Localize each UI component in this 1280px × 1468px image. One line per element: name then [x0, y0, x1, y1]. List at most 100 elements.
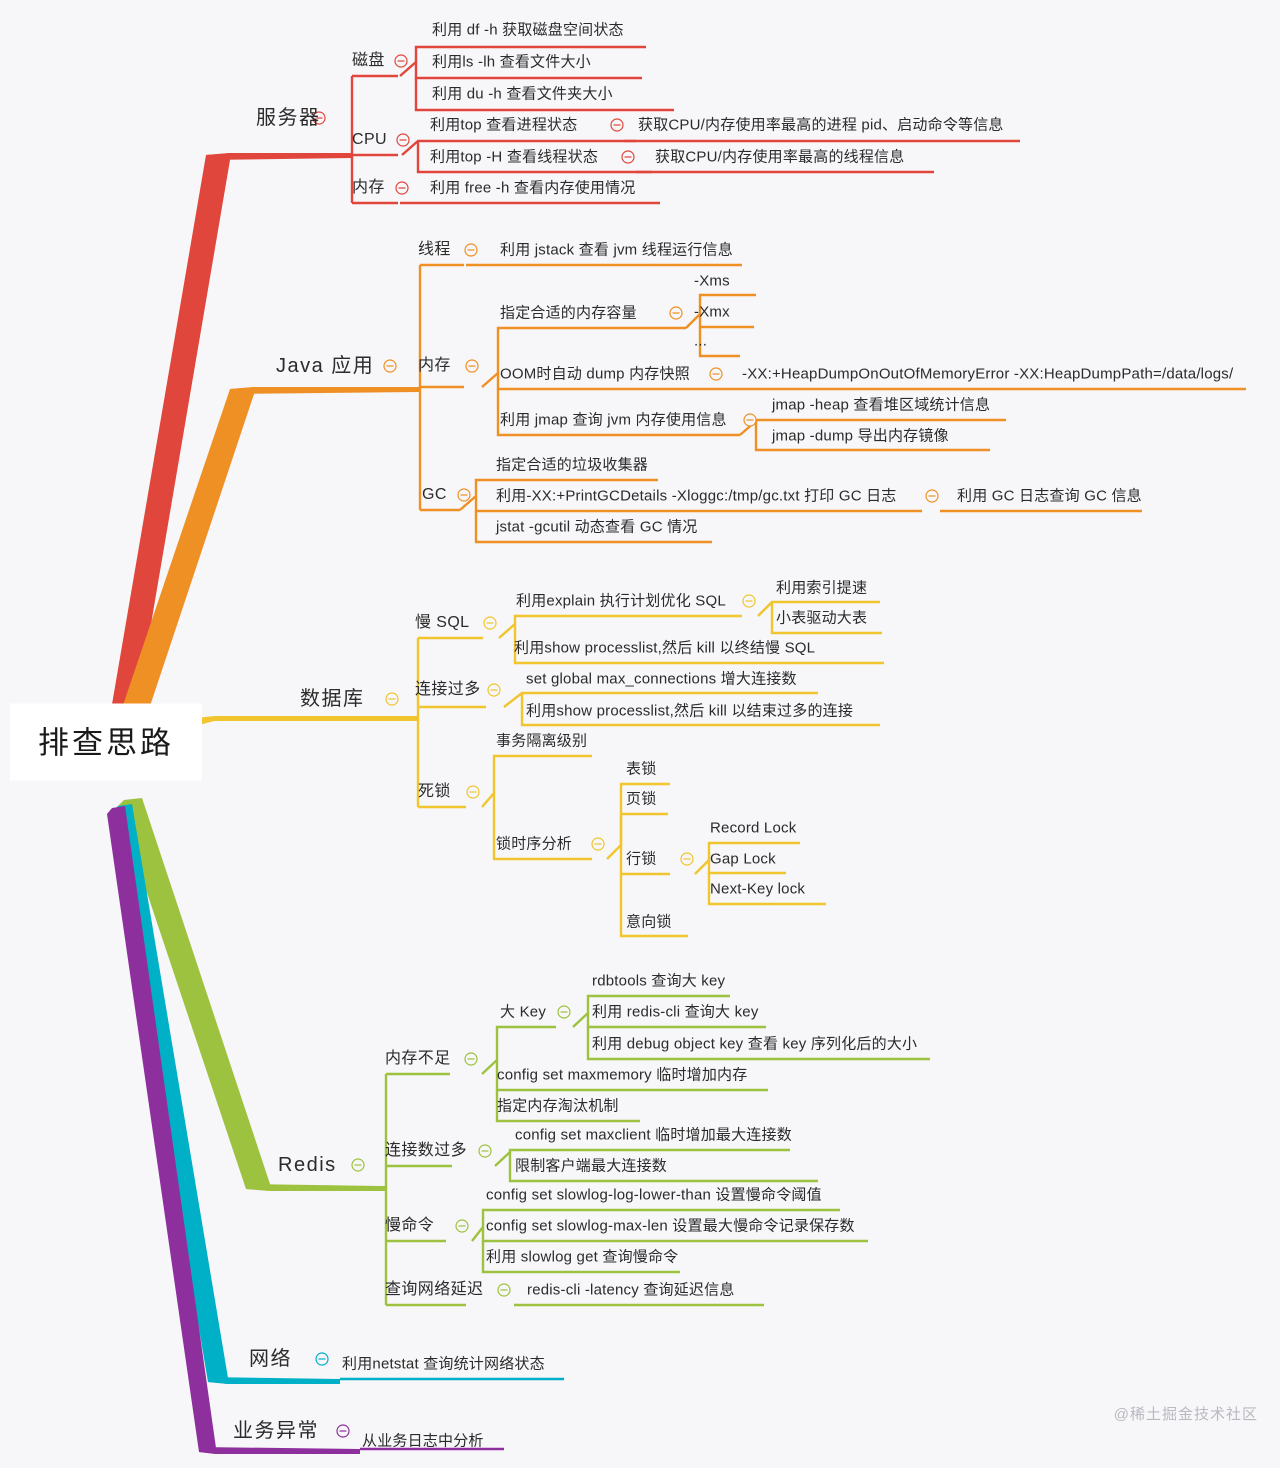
node-label: 线程: [418, 241, 451, 258]
node-network-netstat[interactable]: 利用netstat 查询统计网络状态: [342, 1357, 545, 1372]
node-cpu-toph[interactable]: 利用top -H 查看线程状态: [430, 150, 598, 165]
node-redis-slowlog-get[interactable]: 利用 slowlog get 查询慢命令: [486, 1250, 678, 1265]
node-database[interactable]: 数据库: [300, 689, 365, 709]
node-label: 利用explain 执行计划优化 SQL: [516, 592, 726, 610]
collapse-toggle-icon: [464, 1052, 478, 1066]
node-java-gc-collector[interactable]: 指定合适的垃圾收集器: [496, 458, 648, 473]
node-label: 内存: [352, 179, 385, 196]
node-cpu-toph-detail[interactable]: 获取CPU/内存使用率最高的线程信息: [655, 150, 904, 165]
node-label: redis-cli -latency 查询延迟信息: [527, 1281, 735, 1299]
node-db-smalltable[interactable]: 小表驱动大表: [776, 611, 867, 626]
node-business[interactable]: 业务异常: [233, 1421, 319, 1441]
node-db-nextkeylock[interactable]: Next-Key lock: [710, 882, 805, 897]
node-redis-bigkey[interactable]: 大 Key: [500, 1005, 546, 1020]
node-java-jmap-dump[interactable]: jmap -dump 导出内存镜像: [772, 429, 949, 444]
node-redis-rdbtools[interactable]: rdbtools 查询大 key: [592, 974, 725, 989]
node-cpu[interactable]: CPU: [352, 132, 387, 148]
node-redis-cli-latency[interactable]: redis-cli -latency 查询延迟信息: [527, 1283, 735, 1298]
collapse-toggle-icon: [396, 133, 410, 147]
node-cpu-top-detail[interactable]: 获取CPU/内存使用率最高的进程 pid、启动命令等信息: [638, 118, 1004, 133]
node-label: 利用 free -h 查看内存使用情况: [430, 179, 636, 197]
node-db-explain[interactable]: 利用explain 执行计划优化 SQL: [516, 594, 726, 609]
node-db-intentionlock[interactable]: 意向锁: [626, 915, 672, 930]
collapse-toggle-icon: [591, 837, 605, 851]
node-db-recordlock[interactable]: Record Lock: [710, 821, 796, 836]
node-business-log[interactable]: 从业务日志中分析: [362, 1434, 484, 1449]
node-redis-latency[interactable]: 查询网络延迟: [385, 1282, 483, 1298]
node-java-gc-loginfo[interactable]: 利用 GC 日志查询 GC 信息: [957, 489, 1142, 504]
node-java-thread[interactable]: 线程: [418, 242, 451, 258]
node-label: OOM时自动 dump 内存快照: [500, 365, 690, 383]
node-db-rowlock[interactable]: 行锁: [626, 852, 656, 867]
node-redis-debug-object[interactable]: 利用 debug object key 查看 key 序列化后的大小: [592, 1037, 917, 1052]
node-db-gaplock[interactable]: Gap Lock: [710, 852, 776, 867]
node-db-lockseq[interactable]: 锁时序分析: [496, 837, 572, 852]
node-network[interactable]: 网络: [249, 1349, 292, 1369]
node-java-oomdump[interactable]: OOM时自动 dump 内存快照: [500, 367, 690, 382]
node-java-xms[interactable]: -Xms: [694, 274, 730, 289]
node-server-memory-free[interactable]: 利用 free -h 查看内存使用情况: [430, 181, 636, 196]
node-java-xmx[interactable]: -Xmx: [694, 305, 730, 320]
node-java-heapsize[interactable]: 指定合适的内存容量: [500, 306, 637, 321]
node-redis-maxclient[interactable]: config set maxclient 临时增加最大连接数: [515, 1128, 792, 1143]
node-db-index[interactable]: 利用索引提速: [776, 581, 867, 596]
node-redis-limit-clients[interactable]: 限制客户端最大连接数: [515, 1159, 667, 1174]
node-db-connections[interactable]: 连接过多: [415, 682, 481, 698]
node-redis-lowmemory[interactable]: 内存不足: [385, 1051, 451, 1067]
node-java-gc[interactable]: GC: [422, 487, 447, 503]
collapse-toggle-icon: [557, 1005, 571, 1019]
node-label: 利用 redis-cli 查询大 key: [592, 1003, 759, 1021]
node-label: 利用-XX:+PrintGCDetails -Xloggc:/tmp/gc.tx…: [496, 487, 897, 505]
collapse-toggle-icon: [464, 243, 478, 257]
node-redis-slowcommand[interactable]: 慢命令: [385, 1218, 434, 1234]
node-redis-cli-bigkey[interactable]: 利用 redis-cli 查询大 key: [592, 1005, 759, 1020]
node-redis-maxmemory[interactable]: config set maxmemory 临时增加内存: [497, 1068, 747, 1083]
node-disk-df[interactable]: 利用 df -h 获取磁盘空间状态: [432, 23, 624, 38]
node-java[interactable]: Java 应用: [276, 356, 374, 376]
node-disk[interactable]: 磁盘: [352, 53, 385, 69]
node-java-jstack[interactable]: 利用 jstack 查看 jvm 线程运行信息: [500, 243, 733, 258]
node-redis[interactable]: Redis: [278, 1155, 337, 1175]
node-label: 页锁: [626, 790, 657, 808]
node-redis-slowlog-threshold[interactable]: config set slowlog-log-lower-than 设置慢命令阈…: [486, 1188, 822, 1203]
trunk-redis: [118, 798, 386, 1191]
node-label: 获取CPU/内存使用率最高的线程信息: [655, 148, 905, 166]
node-label: CPU: [352, 131, 387, 148]
node-label: 数据库: [300, 688, 365, 710]
node-disk-du[interactable]: 利用 du -h 查看文件夹大小: [432, 87, 613, 102]
node-db-maxconnections[interactable]: set global max_connections 增大连接数: [526, 672, 797, 687]
collapse-toggle-icon: [336, 1424, 350, 1438]
node-label: Record Lock: [710, 819, 797, 837]
watermark-label: @稀土掘金技术社区: [1113, 1406, 1258, 1423]
node-db-kill-connections[interactable]: 利用show processlist,然后 kill 以结束过多的连接: [526, 704, 853, 719]
node-java-gc-jstat[interactable]: jstat -gcutil 动态查看 GC 情况: [496, 520, 698, 535]
toggle-icons[interactable]: [312, 54, 939, 1438]
node-redis-connections[interactable]: 连接数过多: [385, 1143, 467, 1159]
node-db-tablelock[interactable]: 表锁: [626, 762, 656, 777]
collapse-toggle-icon: [742, 594, 756, 608]
node-redis-slowlog-maxlen[interactable]: config set slowlog-max-len 设置最大慢命令记录保存数: [486, 1219, 855, 1234]
node-db-kill-slowsql[interactable]: 利用show processlist,然后 kill 以终结慢 SQL: [514, 641, 815, 656]
node-server-memory[interactable]: 内存: [352, 180, 385, 196]
node-redis-eviction[interactable]: 指定内存淘汰机制: [497, 1099, 619, 1114]
collapse-toggle-icon: [669, 306, 683, 320]
node-java-gc-printdetails[interactable]: 利用-XX:+PrintGCDetails -Xloggc:/tmp/gc.tx…: [496, 489, 897, 504]
node-db-isolation[interactable]: 事务隔离级别: [496, 734, 587, 749]
node-label: 利用show processlist,然后 kill 以结束过多的连接: [526, 702, 854, 720]
node-java-more[interactable]: ...: [694, 334, 707, 349]
node-db-slowsql[interactable]: 慢 SQL: [415, 615, 469, 631]
node-java-jmap[interactable]: 利用 jmap 查询 jvm 内存使用信息: [500, 413, 727, 428]
node-java-oomdump-flags[interactable]: -XX:+HeapDumpOnOutOfMemoryError -XX:Heap…: [742, 367, 1233, 382]
root-node[interactable]: 排查思路: [10, 703, 202, 781]
collapse-toggle-icon: [680, 852, 694, 866]
node-java-memory[interactable]: 内存: [418, 358, 451, 374]
node-db-deadlock[interactable]: 死锁: [418, 784, 451, 800]
watermark: @稀土掘金技术社区: [1114, 1403, 1258, 1424]
collapse-toggle-icon: [466, 785, 480, 799]
node-db-pagelock[interactable]: 页锁: [626, 792, 656, 807]
node-cpu-top[interactable]: 利用top 查看进程状态: [430, 118, 577, 133]
node-java-jmap-heap[interactable]: jmap -heap 查看堆区域统计信息: [772, 398, 990, 413]
node-server[interactable]: 服务器: [256, 108, 321, 128]
node-label: Java 应用: [276, 355, 375, 377]
node-disk-ls[interactable]: 利用ls -lh 查看文件大小: [432, 55, 591, 70]
